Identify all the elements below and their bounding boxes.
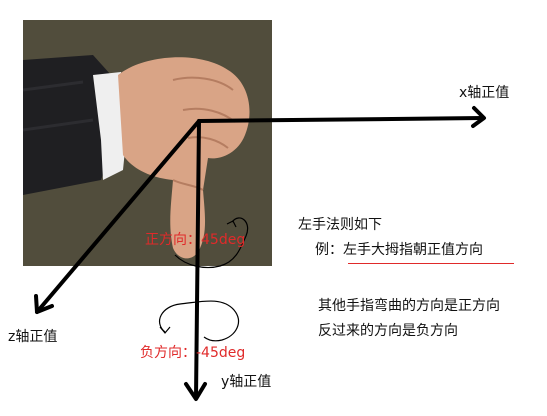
z-axis-label: z轴正值: [8, 329, 58, 345]
negative-direction-label: 负方向：-45deg: [140, 345, 246, 361]
y-axis-label: y轴正值: [221, 374, 272, 390]
rule-line-1: 其他手指弯曲的方向是正方向: [318, 298, 500, 314]
negative-rotation-arrow-icon: [159, 300, 239, 342]
y-axis-line: [194, 119, 201, 400]
positive-rotation-arrow-icon: [174, 217, 249, 269]
rule-line-2: 反过来的方向是负方向: [318, 323, 458, 339]
z-axis-line: [35, 119, 201, 314]
x-axis-arrowhead: [471, 106, 486, 128]
example-underline: [348, 263, 514, 264]
z-axis-arrowhead: [34, 294, 54, 314]
y-axis-arrowhead: [184, 382, 207, 401]
x-axis-label: x轴正值: [459, 85, 510, 101]
rule-title: 左手法则如下: [298, 217, 382, 233]
positive-direction-label: 正方向：45deg: [145, 232, 246, 248]
rule-example: 例：左手大拇指朝正值方向: [315, 242, 483, 258]
left-hand-thumb-down-illustration: [23, 55, 250, 259]
hand-photo: [23, 20, 272, 266]
x-axis-line: [197, 116, 485, 123]
